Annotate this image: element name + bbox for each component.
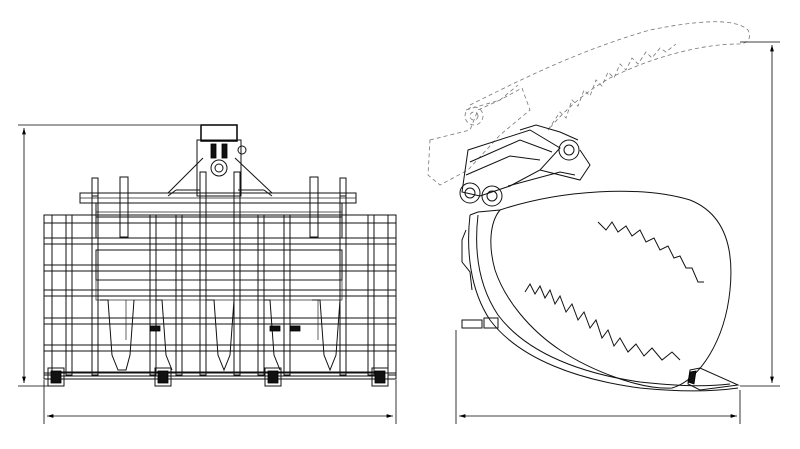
bucket-frame [43,214,397,380]
tip-tooth [687,367,740,391]
side-height-dimension [740,41,780,387]
mount-tabs [149,325,301,332]
front-height-dimension [18,124,200,387]
lower-bucket [461,209,739,392]
upper-jaw [490,190,732,389]
front-width-dimension [43,380,397,424]
side-view [427,21,750,392]
phantom-grapple-arm [427,21,750,186]
side-tabs [461,317,499,329]
side-depth-dimension [455,330,741,424]
front-view [43,124,397,387]
mount-plate [459,124,591,207]
foot-blocks [47,367,389,387]
tines [91,171,347,376]
upper-crossbar [79,176,357,238]
hitch-bracket [167,124,273,197]
